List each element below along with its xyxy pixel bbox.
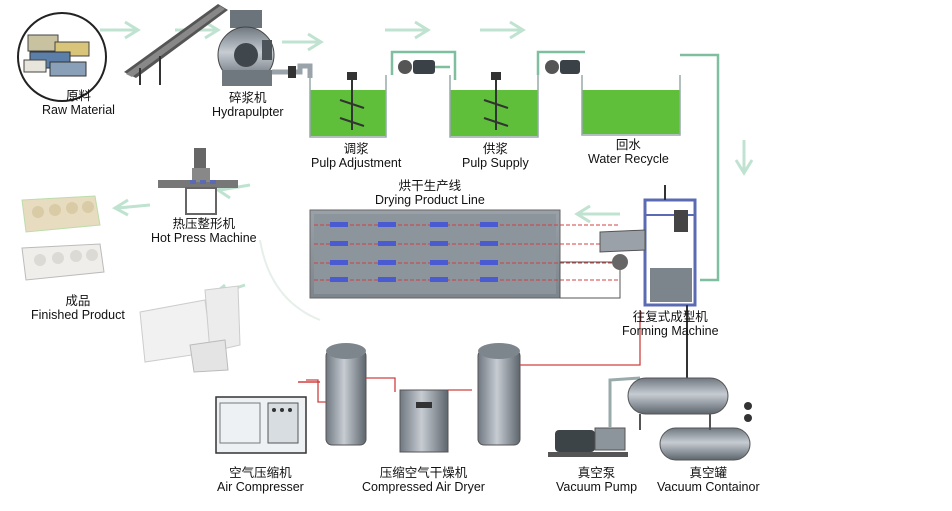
label-air-compressor: 空气压缩机 Air Compresser [217, 466, 304, 494]
egg-tray-icons [21, 195, 105, 281]
hot-press-zh: 热压整形机 [172, 217, 236, 231]
hydrapulper-icon [217, 10, 313, 86]
label-air-dryer: 压缩空气干燥机 Compressed Air Dryer [362, 466, 485, 494]
arrow-pulper-to-tank [282, 32, 324, 52]
air-compressor-en: Air Compresser [217, 480, 304, 494]
arrow-tank2-to-tank3 [480, 20, 526, 40]
label-pulp-supply: 供浆 Pulp Supply [462, 142, 529, 170]
air-dryer-icon [399, 389, 449, 453]
pulp-adjustment-en: Pulp Adjustment [311, 156, 402, 170]
hot-press-icon [158, 148, 238, 215]
hot-press-en: Hot Press Machine [151, 231, 257, 245]
drying-line-zh: 烘干生产线 [398, 179, 462, 193]
forming-en: Forming Machine [622, 324, 719, 338]
air-dryer-zh: 压缩空气干燥机 [379, 466, 468, 480]
pulp-supply-en: Pulp Supply [462, 156, 529, 170]
arrow-to-finished-1 [111, 198, 151, 217]
raw-material-icon [17, 12, 107, 102]
label-hot-press: 热压整形机 Hot Press Machine [151, 217, 257, 245]
label-finished-product: 成品 Finished Product [31, 294, 125, 322]
air-compressor-icon [215, 381, 320, 454]
forming-zh: 往复式成型机 [632, 310, 708, 324]
label-pulp-adjustment: 调浆 Pulp Adjustment [311, 142, 401, 170]
label-hydrapulpter: 碎浆机 Hydrapulpter [212, 91, 284, 119]
forming-machine-icon [599, 185, 697, 395]
air-tank-2 [477, 343, 521, 446]
air-tank-1 [325, 343, 367, 446]
water-recycle-en: Water Recycle [588, 152, 669, 166]
conveyor-icon [124, 4, 228, 85]
label-vacuum-container: 真空罐 Vacuum Containor [657, 466, 760, 494]
hydrapulpter-zh: 碎浆机 [229, 91, 267, 105]
raw-material-zh: 原料 [65, 89, 91, 103]
air-compressor-zh: 空气压缩机 [229, 466, 292, 480]
vacuum-container-en: Vacuum Containor [657, 480, 760, 494]
tank-pulp-supply [449, 72, 539, 138]
vacuum-container-icon [627, 377, 752, 461]
drying-line-icon [309, 209, 621, 299]
drying-line-en: Drying Product Line [375, 193, 485, 207]
vacuum-pump-en: Vacuum Pump [556, 480, 638, 494]
tank-pulp-adjustment [309, 72, 387, 138]
finished-zh: 成品 [65, 294, 91, 308]
hydrapulpter-en: Hydrapulpter [212, 105, 284, 119]
label-drying-line: 烘干生产线 Drying Product Line [375, 179, 485, 207]
pulp-supply-zh: 供浆 [482, 142, 508, 156]
arrow-raw-to-conveyor [100, 20, 141, 40]
arrow-to-dryer [574, 204, 620, 224]
tank-water-recycle [581, 75, 681, 136]
raw-material-en: Raw Material [42, 103, 115, 117]
finished-product-boxes [139, 285, 241, 373]
water-pipes [390, 50, 720, 282]
arrow-recycle-down [734, 140, 754, 176]
label-water-recycle: 回水 Water Recycle [588, 138, 669, 166]
pump-icons [398, 60, 580, 74]
vacuum-pump-zh: 真空泵 [577, 466, 616, 480]
air-dryer-en: Compressed Air Dryer [362, 480, 485, 494]
finished-en: Finished Product [31, 308, 125, 322]
vacuum-container-zh: 真空罐 [689, 466, 728, 480]
water-recycle-zh: 回水 [615, 138, 641, 152]
label-raw-material: 原料 Raw Material [42, 89, 115, 117]
air-pipes [306, 310, 641, 403]
label-forming-machine: 往复式成型机 Forming Machine [622, 310, 719, 338]
vacuum-pump-icon [548, 376, 641, 457]
arrow-curve [259, 239, 321, 321]
pulp-adjustment-zh: 调浆 [343, 142, 369, 156]
arrow-tank1-to-tank2 [385, 20, 431, 40]
label-vacuum-pump: 真空泵 Vacuum Pump [556, 466, 637, 494]
flow-arrows [100, 20, 754, 321]
